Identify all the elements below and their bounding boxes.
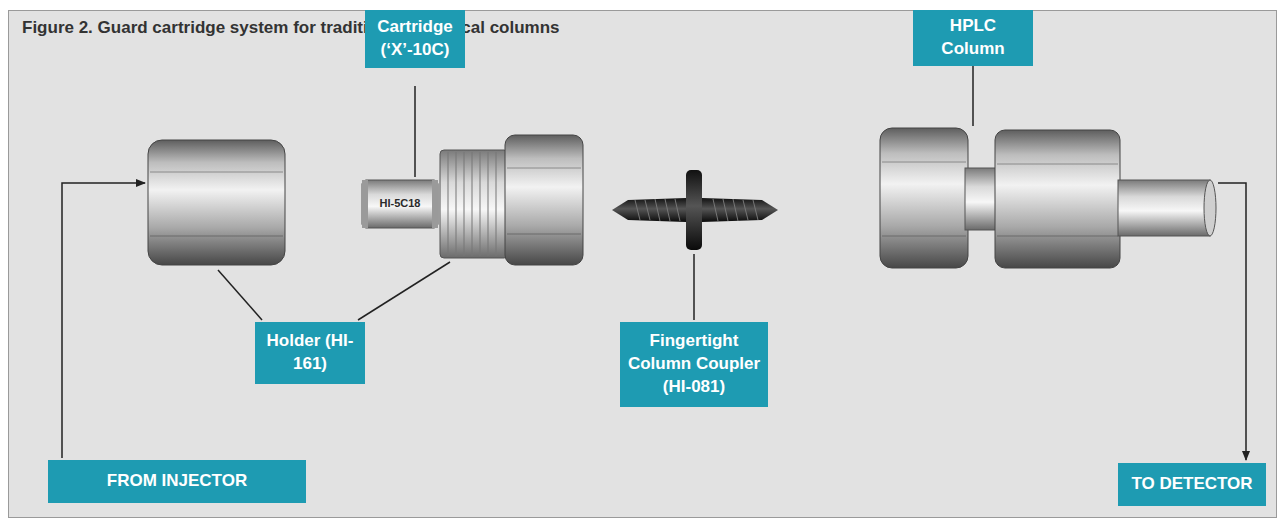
callout-text: Cartridge (‘X’-10C) bbox=[369, 16, 461, 62]
part-marking: HI-5C18 bbox=[364, 197, 436, 209]
column-end-fitting bbox=[880, 128, 1216, 268]
callout-box: FROM INJECTOR bbox=[48, 460, 306, 503]
cartridge-body bbox=[362, 180, 438, 228]
callout-box: HPLC Column bbox=[913, 10, 1033, 66]
callout-text: HPLC Column bbox=[917, 15, 1029, 61]
callout-box: TO DETECTOR bbox=[1118, 463, 1266, 506]
callout-text: FROM INJECTOR bbox=[54, 470, 300, 493]
holder-nut bbox=[148, 140, 285, 265]
column-coupler bbox=[612, 170, 778, 250]
callout-text: TO DETECTOR bbox=[1124, 473, 1260, 496]
callout-box: Holder (HI-161) bbox=[255, 322, 365, 384]
callout-text: Fingertight Column Coupler (HI-081) bbox=[624, 330, 764, 399]
callout-box: Cartridge (‘X’-10C) bbox=[365, 10, 465, 68]
callout-text: Holder (HI-161) bbox=[259, 330, 361, 376]
holder-threaded-end bbox=[440, 135, 583, 265]
callout-box: Fingertight Column Coupler (HI-081) bbox=[620, 322, 768, 407]
figure-title: Figure 2. Guard cartridge system for tra… bbox=[22, 18, 560, 38]
leader-lines bbox=[62, 44, 1246, 460]
